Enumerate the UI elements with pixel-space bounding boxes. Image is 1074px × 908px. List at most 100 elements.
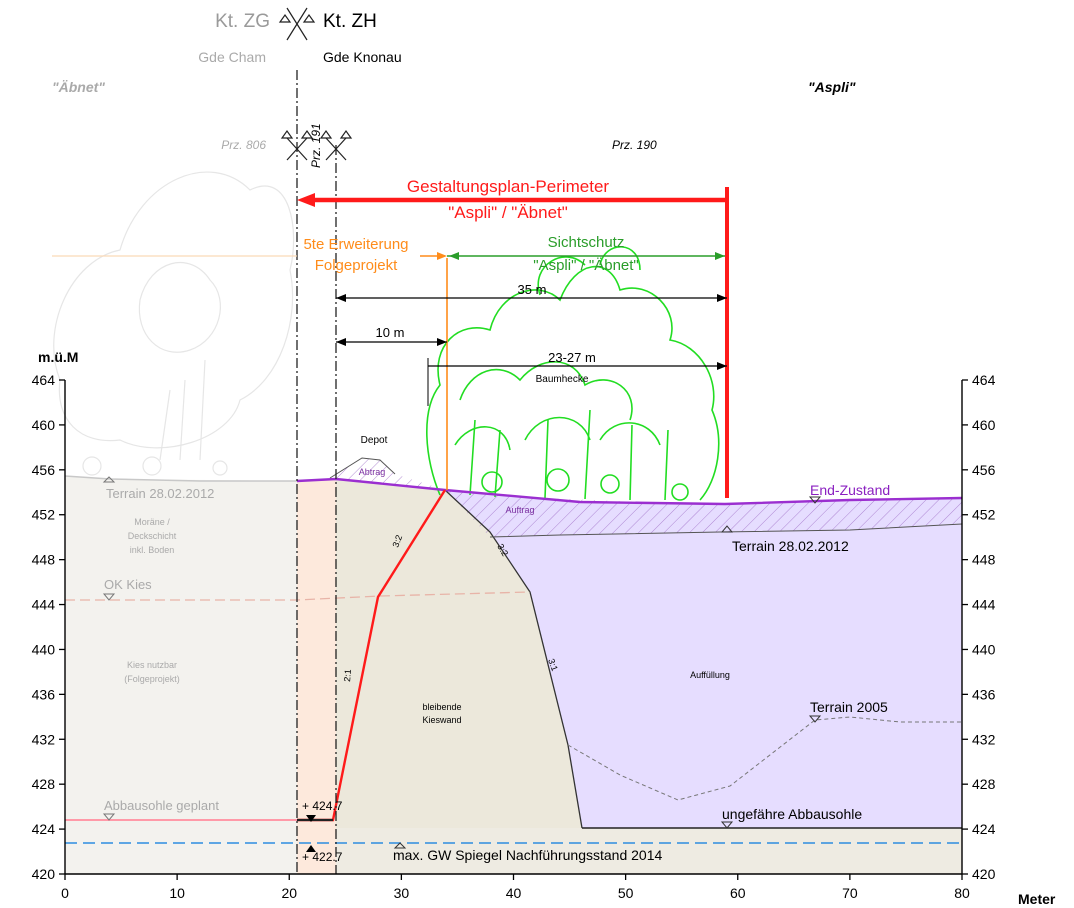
extension-arrowhead: [437, 252, 447, 260]
left-faded-area: [65, 476, 297, 874]
terrain-2012-left-label: Terrain 28.02.2012: [106, 486, 214, 501]
y-tick-label-right: 436: [972, 686, 996, 702]
dim-35-label: 35 m: [518, 282, 547, 297]
x-tick-label: 80: [954, 885, 970, 901]
parcel-806-label: Prz. 806: [221, 138, 266, 152]
floor-band: [336, 828, 962, 874]
depot-mound: [330, 458, 445, 490]
hedge-label: Baumhecke: [536, 374, 589, 385]
marker-end-state: [808, 496, 822, 504]
marker-4227-triangle: [306, 845, 316, 852]
y-tick-label-left: 452: [32, 507, 56, 523]
y-tick-label-left: 432: [32, 731, 56, 747]
marker-approx-floor: [720, 821, 734, 829]
parcel-191-label: Prz. 191: [309, 123, 323, 168]
municipality-left-label: Gde Cham: [198, 49, 266, 65]
y-tick-label-left: 436: [32, 686, 56, 702]
privacy-arrowhead-left: [449, 252, 459, 260]
hedge-trees: [426, 246, 720, 501]
boundary-symbols: [278, 7, 353, 161]
ok-kies-label: OK Kies: [104, 577, 152, 592]
x-tick-label: 50: [618, 885, 634, 901]
marker-terrain-2012-left: [102, 476, 116, 483]
elevation-4247-label: + 424.7: [302, 799, 343, 813]
terrain-2005-line: [567, 716, 962, 801]
extension-label-line1: 5te Erweiterung: [303, 236, 408, 253]
ok-kies-line: [65, 591, 531, 601]
planned-floor-label: Abbausohle geplant: [104, 798, 219, 813]
y-tick-label-right: 444: [972, 597, 996, 613]
terrain-2012-right-label: Terrain 28.02.2012: [732, 538, 849, 554]
y-tick-label-right: 440: [972, 641, 996, 657]
x-tick-label: 60: [730, 885, 746, 901]
extension-label-line2: Folgeprojekt: [315, 257, 398, 274]
marker-terrain-2005: [808, 715, 822, 723]
kies-label-line2: (Folgeprojekt): [124, 674, 180, 684]
dim-23-27-label: 23-27 m: [548, 350, 596, 365]
end-state-label: End-Zustand: [810, 482, 890, 498]
marker-4247-triangle: [306, 815, 316, 822]
dim-10-arrowhead-left: [336, 338, 346, 346]
terrain-2005-label: Terrain 2005: [810, 699, 888, 715]
elevation-4227-label: + 422.7: [302, 850, 343, 864]
terrain-markers: [102, 476, 822, 849]
parcel-190-label: Prz. 190: [612, 138, 657, 152]
y-tick-label-left: 460: [32, 417, 56, 433]
area-left-label: "Äbnet": [52, 79, 105, 95]
y-tick-label-right: 424: [972, 821, 996, 837]
privacy-label-line1: Sichtschutz: [548, 234, 625, 251]
dim-35-arrowhead-left: [336, 294, 346, 302]
fill-label: Auffüllung: [690, 670, 730, 680]
y-tick-label-left: 456: [32, 462, 56, 478]
y-tick-label-left: 444: [32, 597, 56, 613]
y-tick-label-left: 420: [32, 866, 56, 882]
dim-23-27-arrowhead-right: [717, 362, 727, 370]
approx-floor-label: ungefähre Abbausohle: [722, 806, 862, 822]
x-tick-label: 10: [169, 885, 185, 901]
extension-strip: [297, 479, 336, 874]
y-tick-label-right: 464: [972, 372, 996, 388]
canton-right-label: Kt. ZH: [323, 11, 377, 32]
x-tick-label: 40: [506, 885, 522, 901]
slope-21-label: 2:1: [342, 669, 353, 682]
dim-10-label: 10 m: [376, 325, 405, 340]
dim-10-arrowhead-right: [437, 338, 447, 346]
area-right-label: "Aspli": [808, 79, 856, 95]
terrain-2012-right-line: [489, 523, 963, 538]
perimeter-title-line2: "Aspli" / "Äbnet": [448, 203, 568, 222]
x-tick-label: 0: [61, 885, 69, 901]
marker-planned-floor: [102, 813, 116, 821]
groundwater-label: max. GW Spiegel Nachführungsstand 2014: [393, 847, 662, 863]
slope-31-label: 3:1: [546, 657, 560, 672]
municipality-right-label: Gde Knonau: [323, 49, 402, 65]
remaining-wall-line2: Kieswand: [422, 715, 461, 725]
abtrag-label: Abtrag: [359, 467, 386, 477]
moraine-label-line2: Deckschicht: [128, 531, 177, 541]
y-tick-label-right: 452: [972, 507, 996, 523]
boundary-lines: [52, 70, 729, 874]
marker-terrain-2012-right: [720, 525, 734, 533]
y-tick-label-left: 424: [32, 821, 56, 837]
y-tick-label-right: 428: [972, 776, 996, 792]
dimension-arrows: [297, 193, 727, 852]
x-tick-label: 70: [842, 885, 858, 901]
y-tick-label-left: 448: [32, 552, 56, 568]
x-tick-label: 30: [394, 885, 410, 901]
y-tick-label-left: 464: [32, 372, 56, 388]
terrain-2012-left-line: [64, 475, 297, 482]
y-tick-label-right: 432: [972, 731, 996, 747]
moraine-label-line1: Moräne /: [134, 517, 170, 527]
perimeter-arrowhead: [297, 193, 315, 207]
y-tick-label-left: 440: [32, 641, 56, 657]
kies-label-line1: Kies nutzbar: [127, 660, 177, 670]
faded-tree-sketch: [53, 171, 295, 476]
y-axis-title: m.ü.M: [38, 349, 78, 365]
canton-left-label: Kt. ZG: [215, 11, 270, 32]
y-tick-label-right: 456: [972, 462, 996, 478]
x-axis-title: Meter: [1018, 891, 1056, 907]
privacy-arrowhead-right: [715, 252, 725, 260]
